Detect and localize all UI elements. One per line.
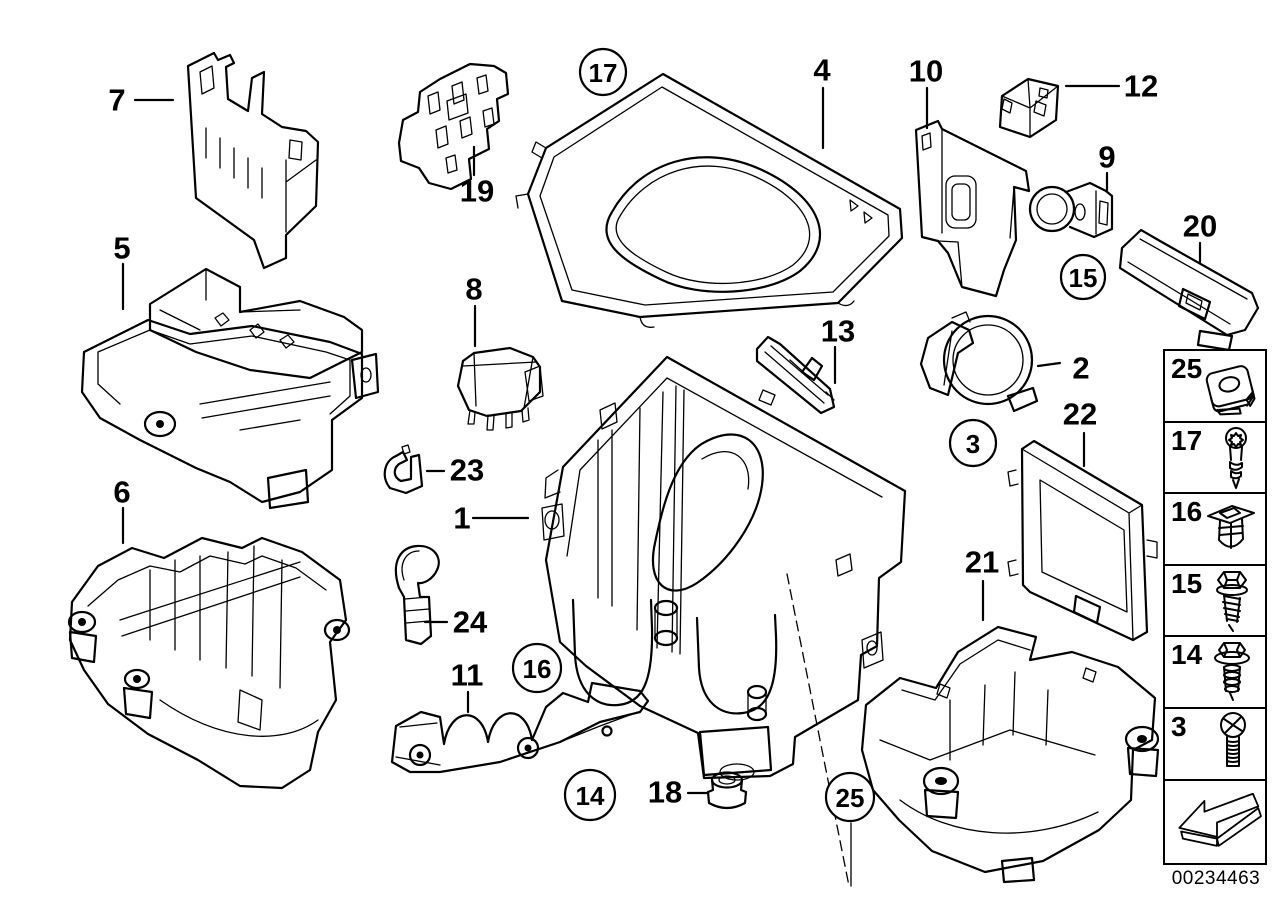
part-11-cable-bracket-drawing xyxy=(390,681,650,774)
callout-24[interactable]: 24 xyxy=(453,605,488,640)
callout-17-circled[interactable]: 17 xyxy=(578,47,628,97)
leader-lines xyxy=(121,84,1202,887)
legend-item-3[interactable]: 3 xyxy=(1165,709,1265,781)
legend-item-label: 16 xyxy=(1171,496,1203,528)
callout-8[interactable]: 8 xyxy=(465,272,482,307)
part-2-blower-unit-drawing xyxy=(919,311,1039,413)
part-13-rail-drawing xyxy=(755,335,836,415)
part-8-cap-cover-drawing xyxy=(456,346,542,431)
legend-item-label: 17 xyxy=(1171,424,1203,456)
svg-text:20: 20 xyxy=(1183,209,1217,244)
svg-text:12: 12 xyxy=(1124,69,1158,104)
legend-item-25[interactable]: 25 xyxy=(1165,351,1265,423)
legend-item-14[interactable]: 14 xyxy=(1165,637,1265,709)
svg-text:24: 24 xyxy=(453,605,488,640)
part-22-frame-panel-drawing xyxy=(1007,439,1158,642)
svg-text:21: 21 xyxy=(965,545,999,580)
callout-22[interactable]: 22 xyxy=(1063,397,1097,432)
legend-direction-arrow xyxy=(1165,781,1265,853)
legend-item-17[interactable]: 17 xyxy=(1165,423,1265,495)
legend-item-label: 15 xyxy=(1171,567,1203,599)
part-9-sensor-grommet-drawing xyxy=(1028,181,1114,239)
svg-text:22: 22 xyxy=(1063,397,1097,432)
callout-12[interactable]: 12 xyxy=(1124,69,1158,104)
part-18-grommet-bushing-drawing xyxy=(706,771,748,810)
svg-text:18: 18 xyxy=(648,775,682,810)
part-1-control-unit-box-drawing xyxy=(541,355,907,781)
callout-5[interactable]: 5 xyxy=(113,231,130,266)
machine-screw-icon xyxy=(1220,711,1246,767)
cage-nut-icon xyxy=(1205,365,1256,416)
legend-item-label: 14 xyxy=(1171,639,1203,671)
svg-text:7: 7 xyxy=(108,83,125,118)
part-5-lower-housing-tray-drawing xyxy=(80,267,380,510)
callout-16-circled[interactable]: 16 xyxy=(511,642,563,694)
hex-head-screw-icon xyxy=(1216,570,1248,632)
torx-screw-icon xyxy=(1225,426,1247,489)
part-10-side-panel-drawing xyxy=(914,119,1031,298)
part-20-air-duct-drawing xyxy=(1118,228,1260,352)
svg-text:25: 25 xyxy=(836,783,865,813)
legend-item-16[interactable]: 16 xyxy=(1165,494,1265,566)
callout-11[interactable]: 11 xyxy=(451,658,484,693)
legend-item-15[interactable]: 15 xyxy=(1165,566,1265,638)
svg-text:14: 14 xyxy=(576,781,605,811)
callout-21[interactable]: 21 xyxy=(965,545,999,580)
callout-23[interactable]: 23 xyxy=(450,453,484,488)
svg-text:16: 16 xyxy=(523,654,552,684)
hex-flange-bolt-icon xyxy=(1214,642,1250,702)
part-19-contact-plate-drawing xyxy=(397,62,510,191)
svg-text:15: 15 xyxy=(1069,263,1098,293)
svg-text:10: 10 xyxy=(909,54,943,89)
callout-13[interactable]: 13 xyxy=(821,314,855,349)
part-21-lower-housing-right-drawing xyxy=(860,625,1160,884)
callout-10[interactable]: 10 xyxy=(909,54,943,89)
callout-14-circled[interactable]: 14 xyxy=(563,768,617,822)
svg-text:13: 13 xyxy=(821,314,855,349)
svg-text:8: 8 xyxy=(465,272,482,307)
legend-item-label: 3 xyxy=(1171,710,1187,742)
svg-text:19: 19 xyxy=(460,174,494,209)
part-4-cover-lid-drawing xyxy=(515,72,904,402)
diagram-part-number: 00234463 xyxy=(1171,868,1261,889)
callout-4[interactable]: 4 xyxy=(813,53,831,88)
part-23-clip-drawing xyxy=(383,444,424,495)
callout-1[interactable]: 1 xyxy=(453,501,470,536)
part-12-connector-housing-drawing xyxy=(998,77,1060,139)
svg-text:2: 2 xyxy=(1072,351,1089,386)
svg-text:1: 1 xyxy=(453,501,470,536)
callout-9[interactable]: 9 xyxy=(1098,140,1115,175)
callout-7[interactable]: 7 xyxy=(108,83,125,118)
callouts: 7 5 6 19 8 23 1 24 11 17 4 10 12 9 15 20… xyxy=(108,47,1217,823)
callout-20[interactable]: 20 xyxy=(1183,209,1217,244)
expansion-rivet-icon xyxy=(1207,505,1255,550)
callout-19[interactable]: 19 xyxy=(460,174,494,209)
legend-item-label: 25 xyxy=(1171,353,1203,384)
svg-text:11: 11 xyxy=(451,658,484,693)
callout-2[interactable]: 2 xyxy=(1072,351,1089,386)
part-7-bracket-drawing xyxy=(186,51,320,270)
svg-text:23: 23 xyxy=(450,453,484,488)
callout-18[interactable]: 18 xyxy=(648,775,682,810)
svg-text:9: 9 xyxy=(1098,140,1115,175)
part-6-lower-housing-drawing xyxy=(67,536,351,790)
callout-25-circled[interactable]: 25 xyxy=(824,771,876,823)
leader-2 xyxy=(1036,361,1062,368)
leader-25-long xyxy=(786,573,850,887)
callout-15-circled[interactable]: 15 xyxy=(1059,253,1107,301)
fastener-legend: 25 17 16 15 xyxy=(1163,349,1267,865)
callout-3-circled[interactable]: 3 xyxy=(948,418,998,468)
svg-text:17: 17 xyxy=(589,58,618,88)
svg-text:3: 3 xyxy=(966,429,980,459)
svg-text:6: 6 xyxy=(113,475,130,510)
callout-6[interactable]: 6 xyxy=(113,475,130,510)
part-24-latch-hook-drawing xyxy=(394,544,440,646)
svg-text:5: 5 xyxy=(113,231,130,266)
forward-direction-arrow-icon xyxy=(1178,792,1262,847)
svg-text:4: 4 xyxy=(813,53,831,88)
